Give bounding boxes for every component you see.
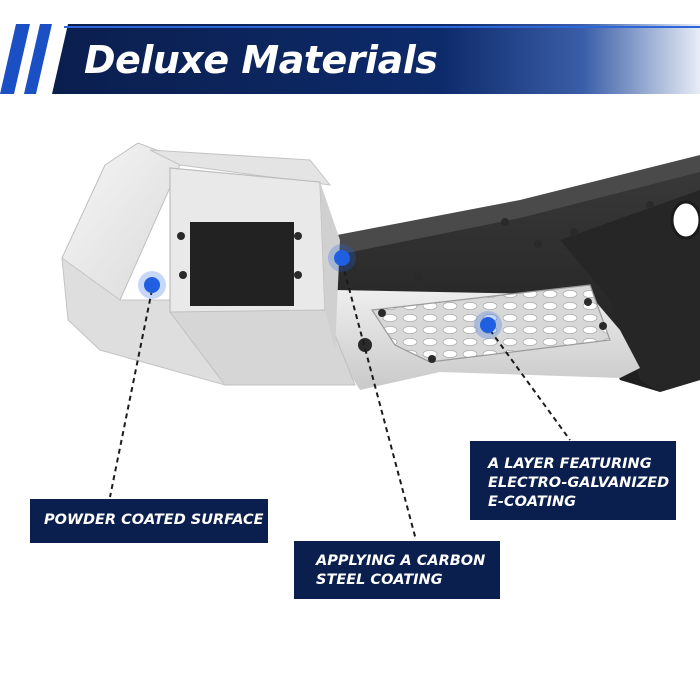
banner-stripe-2 — [24, 24, 52, 94]
banner-graphic — [0, 24, 700, 94]
banner-bar — [52, 24, 700, 94]
leader-lines — [109, 261, 571, 541]
banner-stripe-1 — [0, 24, 30, 94]
callout-text: ELECTRO-GALVANIZED — [488, 475, 670, 491]
callout-text: E-COATING — [488, 494, 577, 510]
callout-carbon-steel: APPLYING A CARBON STEEL COATING — [294, 541, 500, 599]
silver-end-cap — [61, 142, 356, 386]
banner-title: Deluxe Materials — [84, 38, 438, 82]
callout-text: STEEL COATING — [316, 572, 443, 588]
light-mount-plate — [190, 222, 294, 306]
callout-powder-coated: POWDER COATED SURFACE — [30, 499, 268, 543]
header-banner: Deluxe Materials — [0, 22, 700, 96]
callout-text: APPLYING A CARBON — [316, 553, 486, 569]
callout-text: POWDER COATED SURFACE — [44, 512, 264, 528]
callout-text: A LAYER FEATURING — [488, 456, 652, 472]
callout-e-coating: A LAYER FEATURING ELECTRO-GALVANIZED E-C… — [470, 441, 676, 520]
bolts — [177, 201, 654, 363]
callout-markers — [138, 244, 502, 339]
